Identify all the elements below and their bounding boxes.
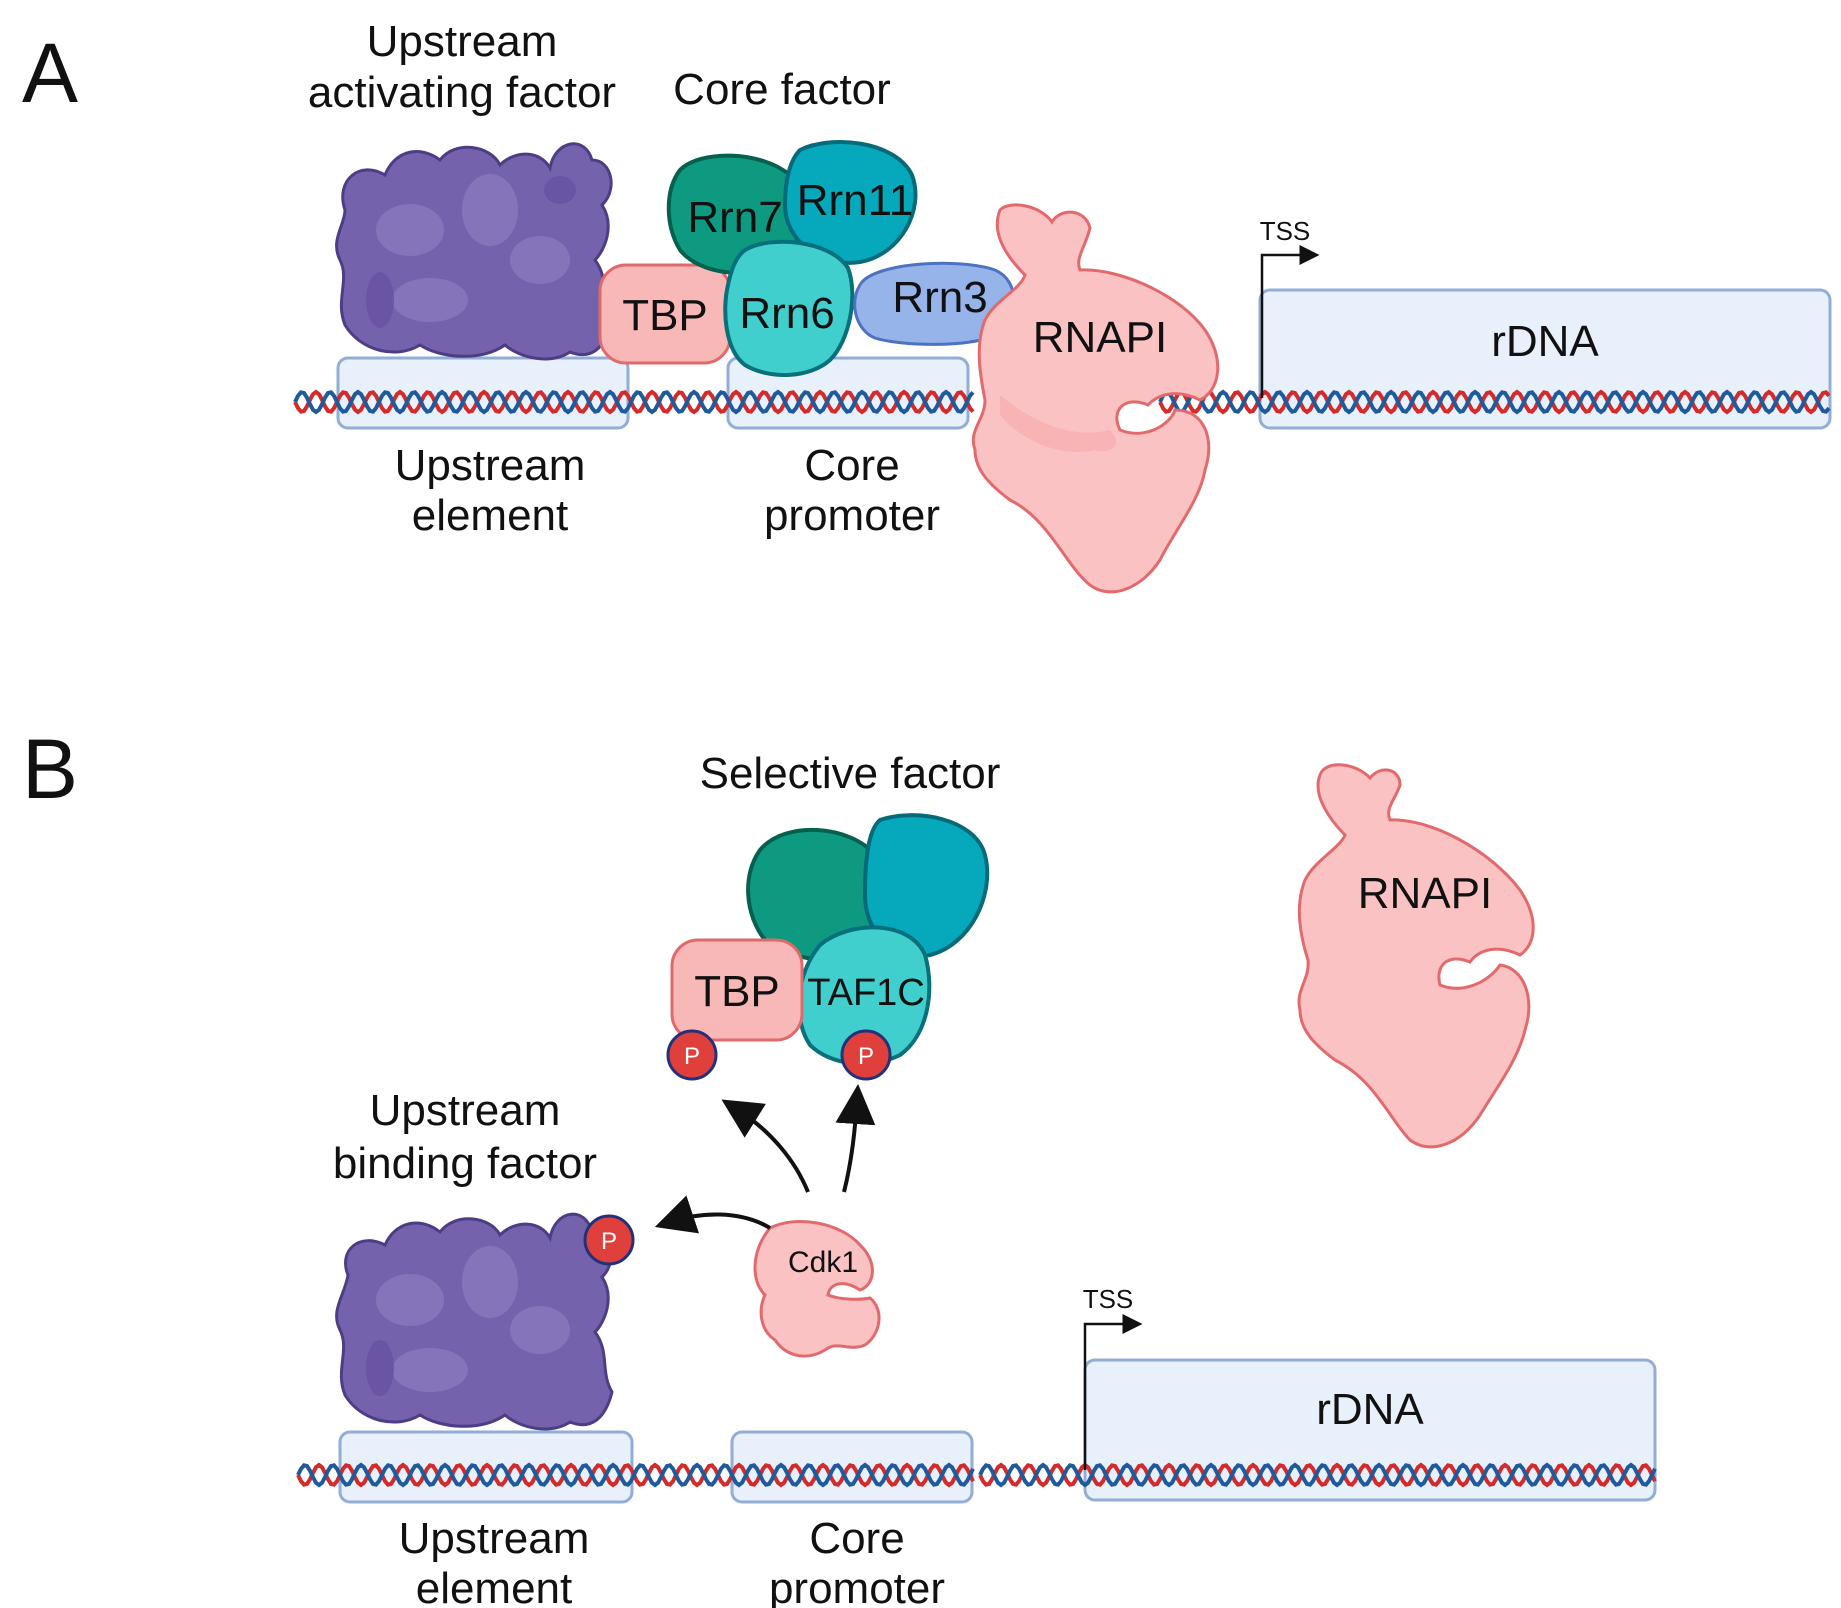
tss-label-a: TSS (1260, 216, 1311, 246)
arrow-to-ubf (654, 1195, 772, 1234)
cdk1-label: Cdk1 (788, 1246, 858, 1279)
cdk1-kinase (753, 1220, 881, 1358)
rnapi-label-b: RNAPI (1358, 869, 1492, 918)
phospho-badge-taf1c: P (840, 1029, 892, 1081)
rrn3-label: Rrn3 (892, 273, 987, 322)
upstream-binding-factor-label-line1: Upstream (370, 1086, 561, 1135)
svg-text:P: P (858, 1043, 874, 1070)
panel-b-letter: B (22, 722, 78, 816)
upstream-binding-factor-label-line2: binding factor (333, 1139, 597, 1188)
arrow-to-taf1c (835, 1084, 876, 1193)
tbp-protein-b (670, 938, 804, 1042)
rrn11-subunit (782, 140, 918, 265)
upstream-binding-factor-protein (335, 1212, 614, 1431)
core-factor-complex (666, 140, 1016, 377)
taf1c-label: TAF1C (807, 972, 925, 1014)
upstream-element-label-b-line2: element (416, 1564, 573, 1608)
rrn11-label: Rrn11 (797, 176, 914, 225)
rnapi-protein-a (971, 203, 1220, 594)
rnapi-protein-b (1297, 763, 1535, 1149)
dna-helix-a (293, 389, 1831, 415)
core-promoter-label-b-line1: Core (809, 1514, 904, 1563)
upstream-element-label-b-line1: Upstream (399, 1514, 590, 1563)
rdna-label-b: rDNA (1316, 1385, 1424, 1434)
core-promoter-label-a-line1: Core (804, 441, 899, 490)
rnapi-label-a: RNAPI (1033, 313, 1167, 362)
rdna-label-a: rDNA (1491, 317, 1599, 366)
arrow-to-tbp (721, 1099, 810, 1193)
phosphorylation-arrows (654, 1084, 876, 1234)
dna-strand-blue (296, 1462, 975, 1488)
svg-text:P: P (601, 1228, 617, 1255)
upstream-activating-factor-protein (335, 142, 614, 361)
panel-a-letter: A (22, 26, 78, 120)
rrn6-label: Rrn6 (739, 289, 834, 338)
tbp-label-b: TBP (694, 967, 780, 1016)
tss-marker-b (1083, 1314, 1143, 1470)
dna-helix-b (296, 1462, 1657, 1488)
tss-label-b: TSS (1083, 1284, 1134, 1314)
upstream-element-label-a-line1: Upstream (395, 441, 586, 490)
rrn7-label: Rrn7 (687, 193, 782, 242)
selective-factor-label: Selective factor (700, 749, 1001, 798)
selective-factor-complex (746, 813, 990, 1066)
dna-strand-blue (978, 1462, 1657, 1488)
upstream-activating-factor-label-line1: Upstream (367, 17, 558, 66)
dna-strand-blue (1158, 389, 1831, 415)
tbp-label-a: TBP (622, 291, 708, 340)
rrn6-subunit (723, 239, 855, 377)
phospho-badge-tbp: P (666, 1029, 718, 1081)
core-factor-label: Core factor (673, 65, 891, 114)
upstream-activating-factor-label-line2: activating factor (308, 68, 616, 117)
core-promoter-label-b-line2: promoter (769, 1564, 945, 1608)
dna-strand-blue (293, 389, 975, 415)
svg-text:P: P (684, 1043, 700, 1070)
core-promoter-label-a-line2: promoter (764, 491, 940, 540)
phospho-badge-ubf: P (583, 1214, 635, 1266)
tss-marker-a (1260, 245, 1320, 398)
upstream-element-label-a-line2: element (412, 491, 569, 540)
